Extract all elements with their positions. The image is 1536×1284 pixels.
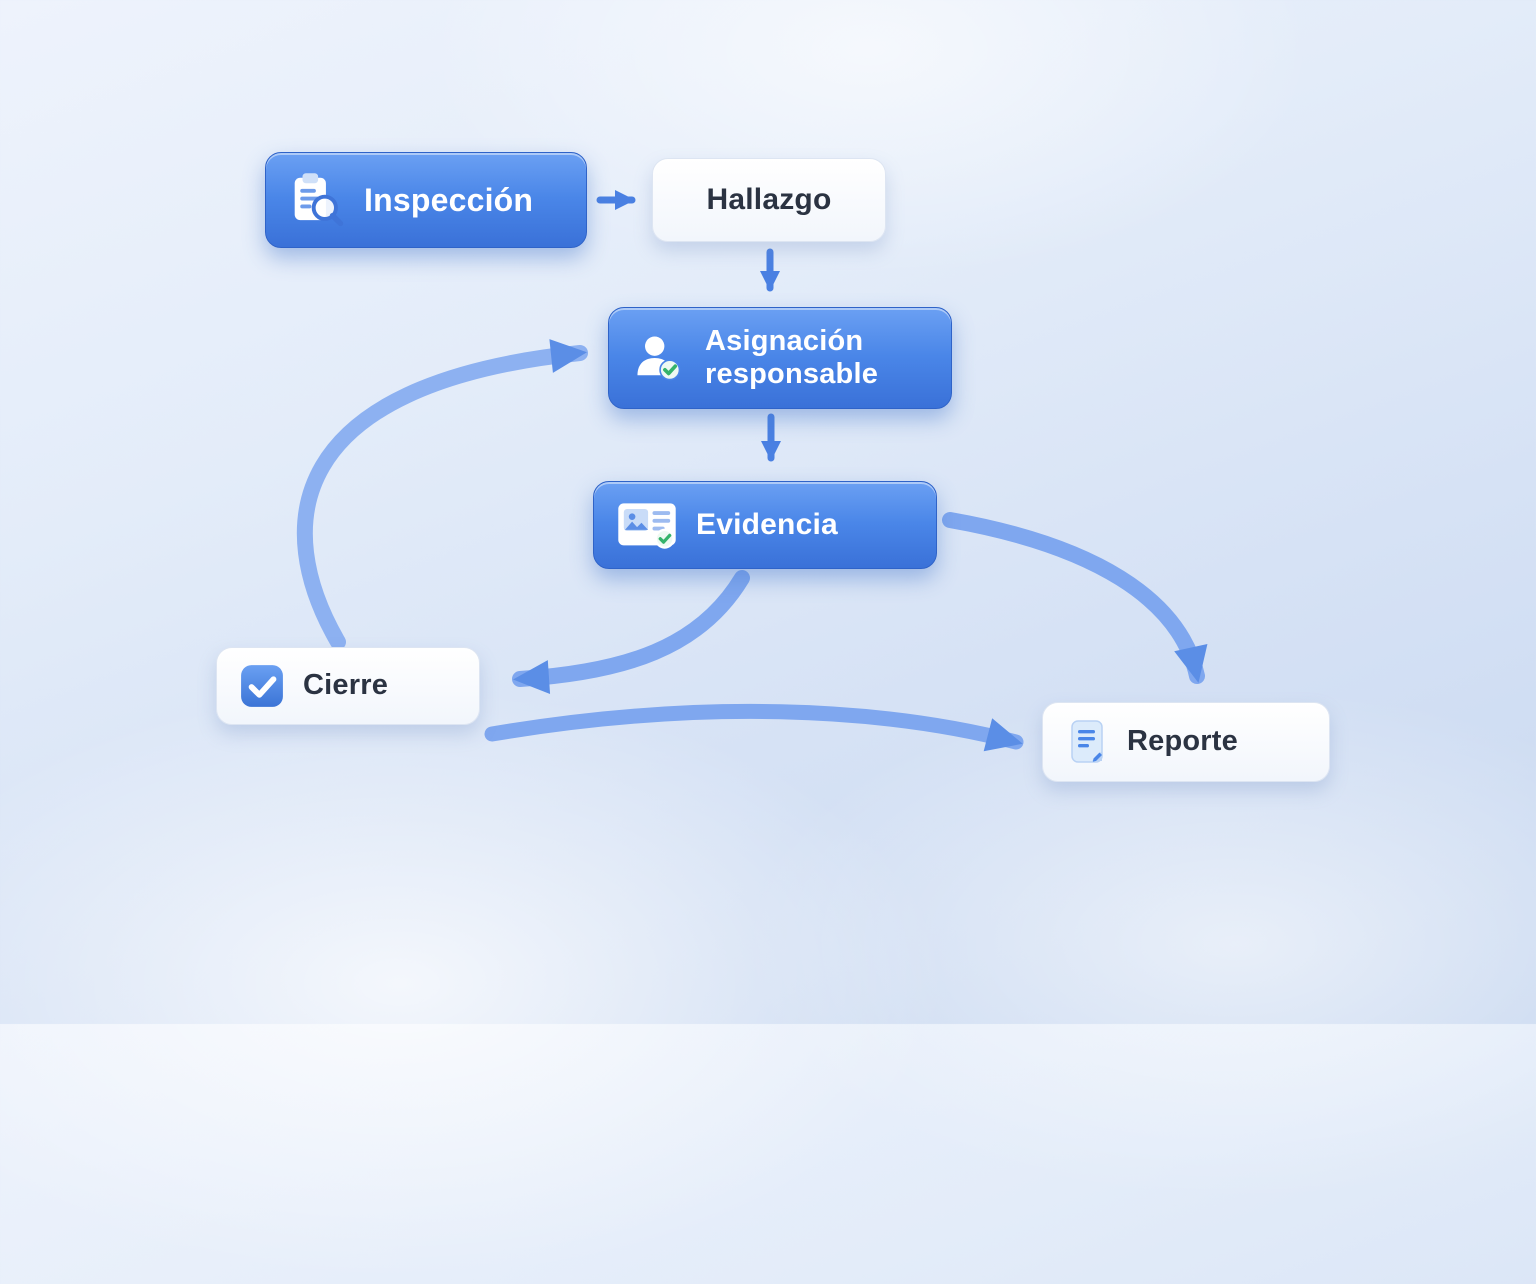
checkbox-icon xyxy=(239,663,285,709)
person-check-icon xyxy=(631,330,687,386)
node-label: Reporte xyxy=(1127,725,1238,758)
edge-evidencia-reporte xyxy=(942,512,1208,684)
node-hallazgo: Hallazgo xyxy=(652,158,886,242)
document-icon xyxy=(1065,718,1109,766)
node-label: Asignación responsable xyxy=(705,324,879,390)
edge-evidencia-cierre xyxy=(512,570,750,695)
node-reporte: Reporte xyxy=(1042,702,1330,782)
node-cierre: Cierre xyxy=(216,647,480,725)
node-label: Cierre xyxy=(303,669,389,702)
node-asignacion: Asignación responsable xyxy=(608,307,952,409)
edge-cierre-asignacion xyxy=(296,339,588,650)
node-label: Evidencia xyxy=(696,507,838,541)
photo-check-icon xyxy=(616,499,678,552)
node-inspeccion: Inspección xyxy=(265,152,587,248)
edge-cierre-reporte xyxy=(484,703,1024,752)
clipboard-search-icon xyxy=(288,171,346,229)
node-label: Hallazgo xyxy=(706,182,832,216)
node-evidencia: Evidencia xyxy=(593,481,937,569)
node-label: Inspección xyxy=(364,181,534,218)
